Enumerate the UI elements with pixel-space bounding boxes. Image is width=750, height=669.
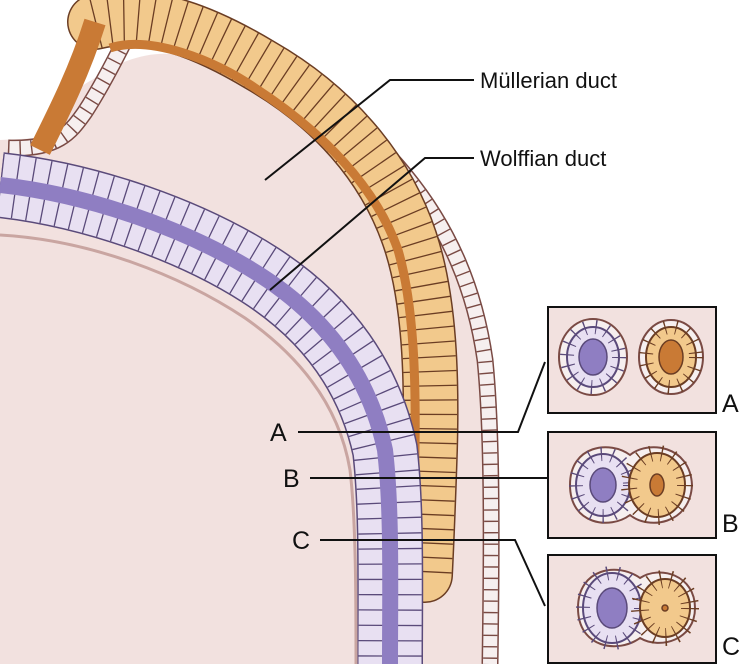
inset-a-label: A [722,390,739,418]
leader-lines [264,79,548,607]
inset-b-label: B [722,510,739,538]
wolffian-duct [0,152,424,665]
section-c-inset [547,554,717,664]
inner-membrane [0,233,358,665]
wolffian-duct-label: Wolffian duct [480,146,606,171]
section-b-marker: B [283,465,300,493]
section-a-marker: A [270,419,287,447]
section-a-inset [547,306,717,414]
mullerian-duct-label: Müllerian duct [480,68,617,93]
section-c-marker: C [292,527,310,555]
inset-c-label: C [722,633,740,661]
section-b-inset [547,431,717,539]
